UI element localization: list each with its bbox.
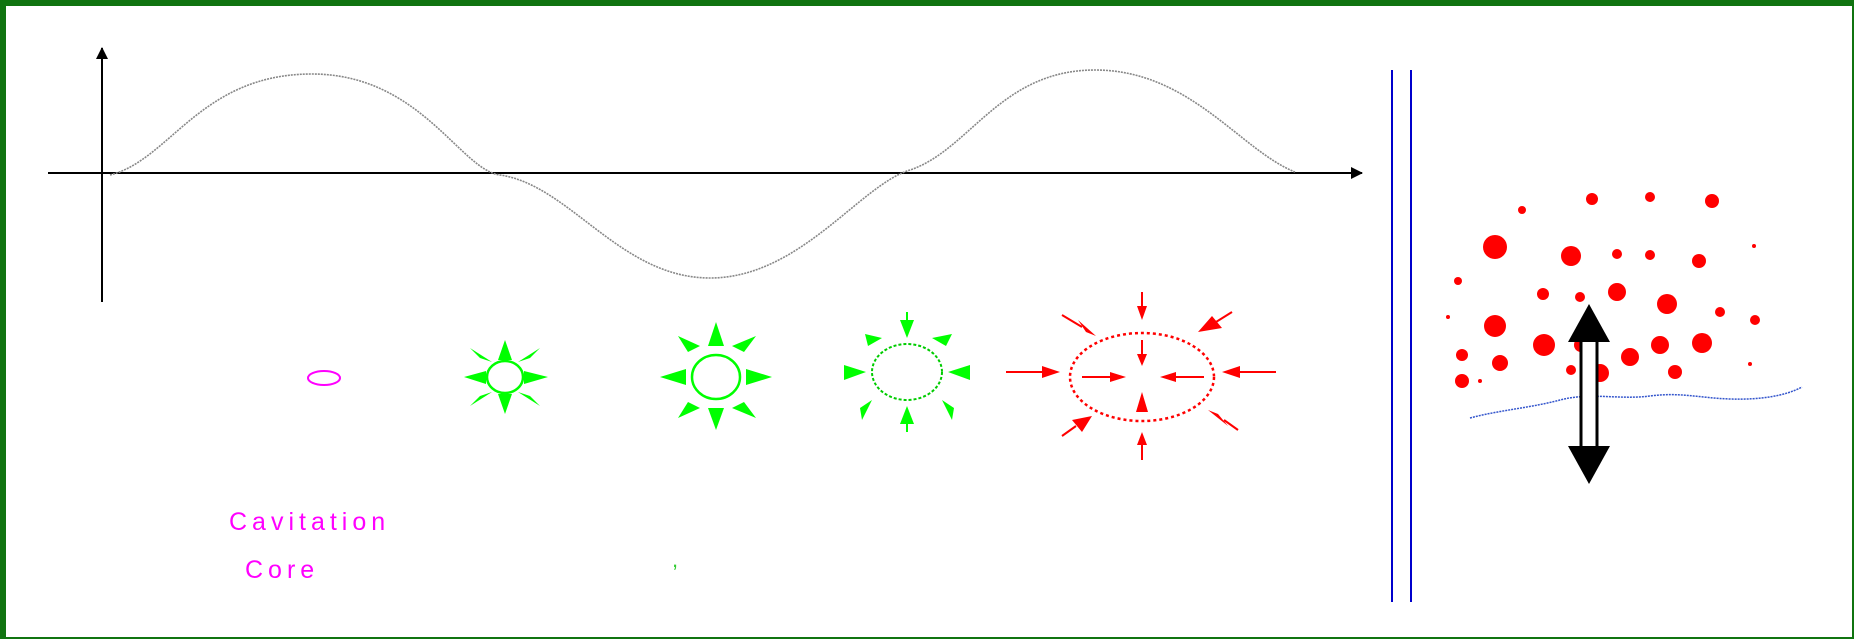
arrow-right [948,365,970,380]
arrow-down-right [942,400,954,420]
arrow-head-up [1568,304,1610,342]
collapsing-bubble [1006,292,1276,460]
bubble-outline [872,344,942,400]
arrow-up-right [932,334,952,346]
cavitation-label: Cavitation [229,508,390,537]
droplet [1483,235,1507,259]
droplet [1454,277,1462,285]
arrow-left [660,369,686,385]
vibration-double-arrow [1568,304,1610,484]
arrow-right [1222,366,1240,378]
inner-arrow-right [1160,372,1176,382]
arrow-down [498,394,512,414]
droplet [1455,374,1469,388]
droplet [1705,194,1719,208]
droplet [1518,206,1526,214]
arrow-down-left-stem [1062,426,1076,436]
arrow-bottom [1137,432,1147,445]
arrow-left [1042,366,1060,378]
arrow-up-left [1078,320,1096,336]
arrow-head-down [1568,446,1610,484]
droplet [1484,315,1506,337]
arrow-up-right [518,348,540,362]
droplet [1586,193,1598,205]
arrow-left [464,371,486,384]
inner-arrow-left [1110,372,1126,382]
core-label: Core [245,556,319,585]
arrow-down-left [470,392,492,406]
droplet-cloud [1446,192,1760,388]
arrow-up-right-stem [1216,312,1232,322]
arrow-down-right [1208,410,1228,426]
arrow-right [524,371,548,384]
inner-arrow-bottom [1136,392,1148,412]
arrow-bottom [900,406,914,424]
arrow-down [708,408,724,430]
arrow-shaft [1581,340,1597,448]
droplet [1566,365,1576,375]
droplet [1612,249,1622,259]
arrow-up-right [1198,316,1222,332]
vessel-wall [1392,70,1411,602]
droplet [1715,307,1725,317]
expanding-bubble-small [464,340,548,414]
droplet [1575,292,1585,302]
arrow-down-left [678,402,700,418]
droplet [1645,250,1655,260]
droplet [1750,315,1760,325]
arrow-down-left [1072,416,1092,432]
droplet [1668,365,1682,379]
arrow-down-left [860,400,872,420]
droplet [1446,315,1450,319]
arrow-up [498,340,512,360]
droplet [1692,254,1706,268]
droplet [1478,379,1482,383]
droplet [1621,348,1639,366]
arrow-top [900,320,914,338]
droplet [1608,283,1626,301]
bubble-outline [692,355,740,399]
droplet [1645,192,1655,202]
cavitation-core [308,371,340,385]
arrow-right [746,369,772,385]
droplet [1657,294,1677,314]
arrow-down-right-stem [1224,420,1238,430]
arrow-up-left [470,348,492,362]
arrow-left [844,365,866,380]
arrow-down-right [732,402,756,418]
droplet [1561,246,1581,266]
droplet [1692,333,1712,353]
arrow-up [708,322,724,346]
liquid-surface [1470,387,1802,418]
stray-mark: , [672,547,678,573]
droplet [1752,244,1756,248]
droplet [1492,355,1508,371]
droplet [1456,349,1468,361]
inner-arrow-top [1137,354,1147,366]
arrow-top [1137,306,1147,320]
droplet [1748,362,1752,366]
droplet [1537,288,1549,300]
droplet [1533,334,1555,356]
droplet [1651,336,1669,354]
arrow-up-left [865,334,882,346]
arrow-down-right [518,392,540,406]
expanding-bubble-large [660,322,772,430]
arrow-up-right [732,336,756,352]
arrow-up-left [678,336,700,352]
bubble-outline [487,361,523,393]
max-size-bubble [844,312,970,432]
